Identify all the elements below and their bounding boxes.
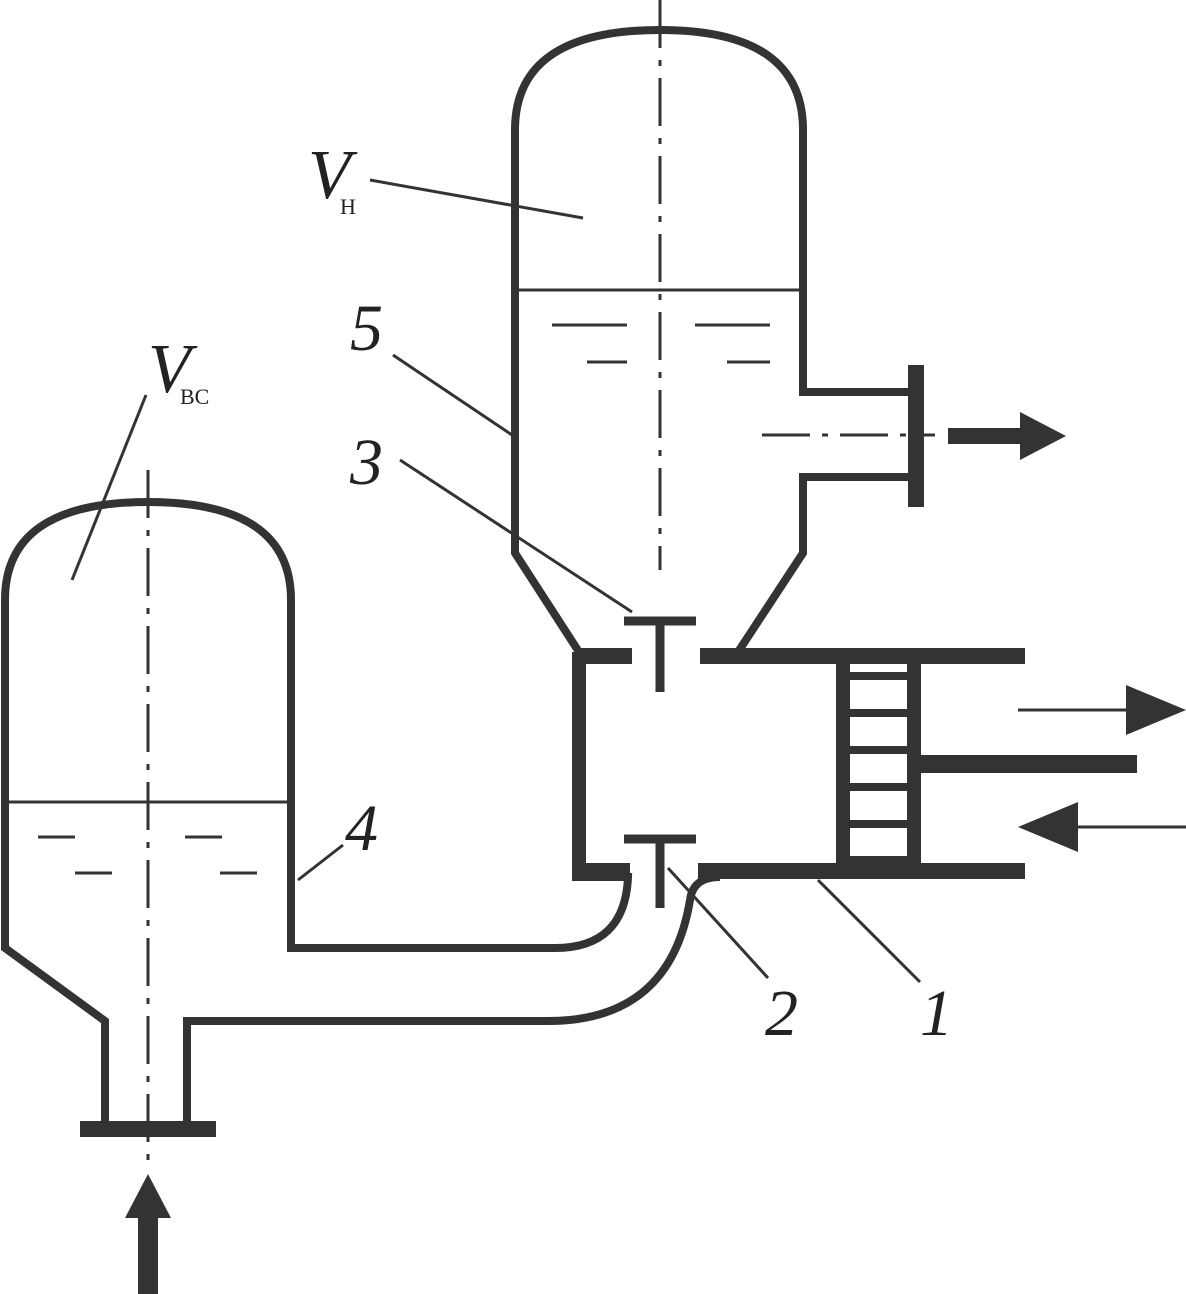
label-part-1: 1 [920,977,953,1050]
leader-3 [399,458,633,614]
discharge-vessel-right-wall [734,473,912,655]
label-part-4: 4 [345,792,378,865]
discharge-valve [624,616,696,692]
discharge-liquid-marks [552,323,770,364]
label-part-5: 5 [350,292,383,365]
piston-in-arrow-icon [1018,802,1186,852]
inlet-arrow-icon [125,1174,171,1294]
label-part-3: 3 [349,426,383,499]
discharge-vessel-left-wall [511,25,912,655]
suction-liquid-marks [38,835,257,875]
suction-valve [624,834,696,908]
pump-cylinder [574,648,1025,879]
label-v-suction: V [148,331,198,408]
leader-2 [666,866,770,980]
leader-lines [70,178,922,984]
label-v-discharge-sub: Н [340,194,356,219]
suction-vessel-outer-wall [1,497,633,1124]
label-v-suction-sub: ВС [180,384,209,409]
leader-v-discharge [369,178,584,220]
leader-5 [392,353,513,437]
suction-pipe-inner-wall [183,873,721,1124]
discharge-air-vessel [511,0,935,655]
leader-4 [297,843,344,882]
piston-out-arrow-icon [1018,685,1186,735]
suction-air-vessel [1,470,721,1170]
piston [836,662,1137,866]
label-v-discharge: V [308,137,358,214]
leader-v-suction [70,394,148,581]
leader-1 [816,878,922,984]
label-part-2: 2 [765,977,798,1050]
outlet-arrow-icon [948,412,1066,460]
